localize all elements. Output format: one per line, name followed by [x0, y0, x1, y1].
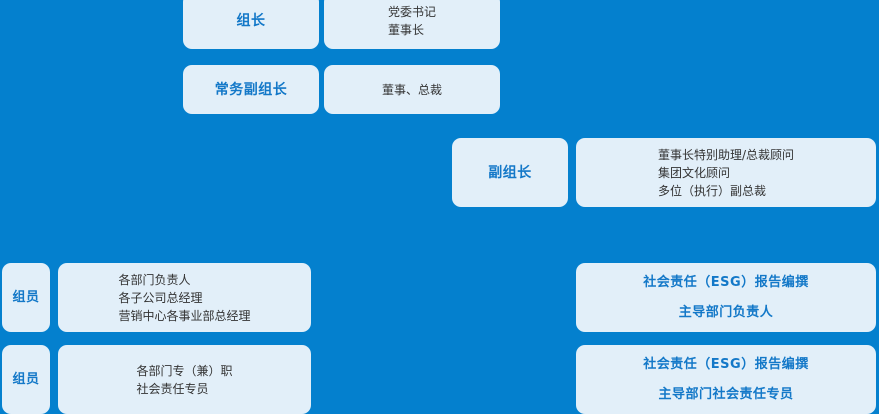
- role-label-executive-deputy-leader: 常务副组长: [214, 81, 288, 98]
- detail-list-member-1: 各部门负责人 各子公司总经理 营销中心各事业部总经理: [118, 271, 250, 325]
- card-role-executive-deputy-leader[interactable]: 常务副组长: [183, 65, 319, 114]
- card-detail-executive-deputy-leader[interactable]: 董事、总裁: [324, 65, 500, 114]
- detail-line: 集团文化顾问: [657, 165, 730, 180]
- card-detail-deputy-leader[interactable]: 董事长特别助理/总裁顾问 集团文化顾问 多位（执行）副总裁: [576, 138, 876, 207]
- detail-line: 董事、总裁: [381, 82, 442, 97]
- detail-line: 营销中心各事业部总经理: [118, 308, 251, 323]
- card-role-member-2[interactable]: 组员: [2, 345, 50, 414]
- detail-line: 各子公司总经理: [118, 290, 203, 305]
- card-detail-group-leader[interactable]: 党委书记 董事长: [324, 0, 500, 49]
- card-detail-member-1[interactable]: 各部门负责人 各子公司总经理 营销中心各事业部总经理: [58, 263, 311, 332]
- detail-list-executive-deputy-leader: 董事、总裁: [382, 81, 442, 99]
- role-label-group-leader: 组长: [236, 13, 266, 29]
- card-esg-report-lead-department-head[interactable]: 社会责任（ESG）报告编撰 主导部门负责人: [576, 263, 876, 332]
- detail-line: 董事长: [387, 23, 424, 37]
- detail-line: 各部门负责人: [118, 272, 191, 287]
- card-role-deputy-leader[interactable]: 副组长: [452, 138, 568, 207]
- role-label-member-1: 组员: [12, 289, 40, 305]
- detail-line: 社会责任专员: [136, 381, 209, 396]
- detail-line: 党委书记: [387, 5, 436, 19]
- detail-line: 董事长特别助理/总裁顾问: [657, 147, 795, 162]
- role-label-member-2: 组员: [12, 371, 40, 387]
- card-role-member-1[interactable]: 组员: [2, 263, 50, 332]
- detail-list-group-leader: 党委书记 董事长: [388, 3, 436, 39]
- card-detail-member-2[interactable]: 各部门专（兼）职 社会责任专员: [58, 345, 311, 414]
- detail-line: 各部门专（兼）职: [136, 363, 233, 378]
- esg-title-line: 社会责任（ESG）报告编撰: [643, 274, 809, 290]
- card-esg-report-lead-department-officer[interactable]: 社会责任（ESG）报告编撰 主导部门社会责任专员: [576, 345, 876, 414]
- detail-line: 多位（执行）副总裁: [657, 183, 766, 198]
- detail-list-deputy-leader: 董事长特别助理/总裁顾问 集团文化顾问 多位（执行）副总裁: [658, 146, 794, 200]
- esg-subtitle-line: 主导部门社会责任专员: [658, 386, 794, 402]
- role-label-deputy-leader: 副组长: [488, 164, 532, 181]
- esg-title-line: 社会责任（ESG）报告编撰: [643, 356, 809, 372]
- card-role-group-leader[interactable]: 组长: [183, 0, 319, 49]
- esg-subtitle-line: 主导部门负责人: [678, 304, 774, 320]
- detail-list-member-2: 各部门专（兼）职 社会责任专员: [136, 362, 232, 398]
